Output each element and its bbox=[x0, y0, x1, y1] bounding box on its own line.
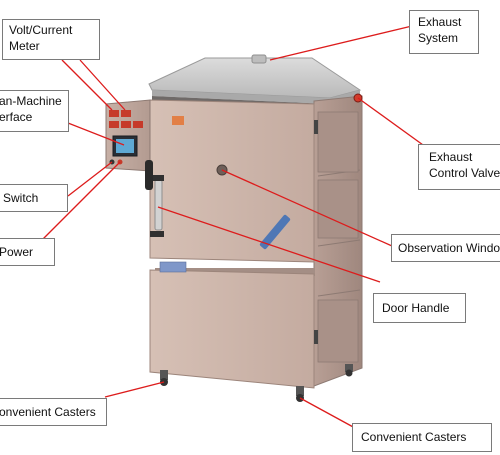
cabinet-front bbox=[149, 99, 315, 276]
control-panel bbox=[105, 99, 153, 190]
leader-volt-meter-2 bbox=[79, 59, 126, 111]
callout-power: Power bbox=[0, 238, 55, 266]
door-badge bbox=[259, 214, 291, 250]
leader-exhaust-system bbox=[269, 25, 413, 61]
power-label: Power bbox=[0, 245, 34, 259]
volt-current-meter-line-1: Volt/Current bbox=[9, 23, 73, 37]
callout-casters-right: Convenient Casters bbox=[352, 423, 492, 452]
leader-casters-left bbox=[104, 381, 165, 398]
leader-lines bbox=[29, 25, 431, 429]
callout-door-handle: Door Handle bbox=[373, 293, 466, 323]
exhaust-system-line-1: Exhaust bbox=[418, 15, 462, 29]
exhaust-valve-line-2: Control Valve bbox=[429, 166, 500, 180]
leader-door-handle bbox=[157, 206, 381, 283]
callout-observation-window: Observation Windo bbox=[391, 234, 500, 262]
callout-exhaust-system: Exhaust System bbox=[409, 10, 479, 54]
leader-exhaust-valve bbox=[357, 97, 431, 151]
cabinet-side bbox=[313, 95, 363, 387]
callout-volt-current-meter: Volt/Current Meter bbox=[2, 19, 100, 60]
hinge-lower bbox=[314, 330, 318, 344]
volt-current-meter-line-2: Meter bbox=[9, 39, 40, 53]
leader-switch bbox=[67, 161, 113, 197]
callout-human-machine-interface: an-Machine erface bbox=[0, 90, 69, 132]
callout-exhaust-control-valve: Exhaust Control Valve bbox=[418, 144, 500, 190]
switch-label: Switch bbox=[3, 191, 39, 205]
observation-window-label: Observation Windo bbox=[398, 241, 500, 255]
leader-casters-right bbox=[299, 397, 356, 429]
casters-left-label: onvenient Casters bbox=[0, 405, 96, 419]
hinge-upper bbox=[314, 120, 318, 134]
door-handle-label: Door Handle bbox=[382, 301, 450, 315]
door-warning-label bbox=[172, 116, 184, 125]
callout-switch: Switch bbox=[0, 184, 68, 212]
exhaust-system-line-2: System bbox=[418, 31, 459, 45]
exhaust-valve-line-1: Exhaust bbox=[429, 150, 473, 164]
leader-power bbox=[29, 161, 121, 253]
callout-casters-left: onvenient Casters bbox=[0, 398, 107, 426]
door-handle bbox=[150, 175, 164, 237]
leader-observation-window bbox=[221, 169, 393, 247]
exhaust-hood bbox=[148, 54, 362, 104]
leader-hmi bbox=[67, 122, 125, 146]
casters-right-label: Convenient Casters bbox=[361, 430, 467, 444]
leader-volt-meter-1 bbox=[61, 59, 113, 111]
cabinet-lower bbox=[149, 261, 315, 389]
hmi-line-2: erface bbox=[0, 110, 33, 124]
hmi-line-1: an-Machine bbox=[0, 94, 62, 108]
